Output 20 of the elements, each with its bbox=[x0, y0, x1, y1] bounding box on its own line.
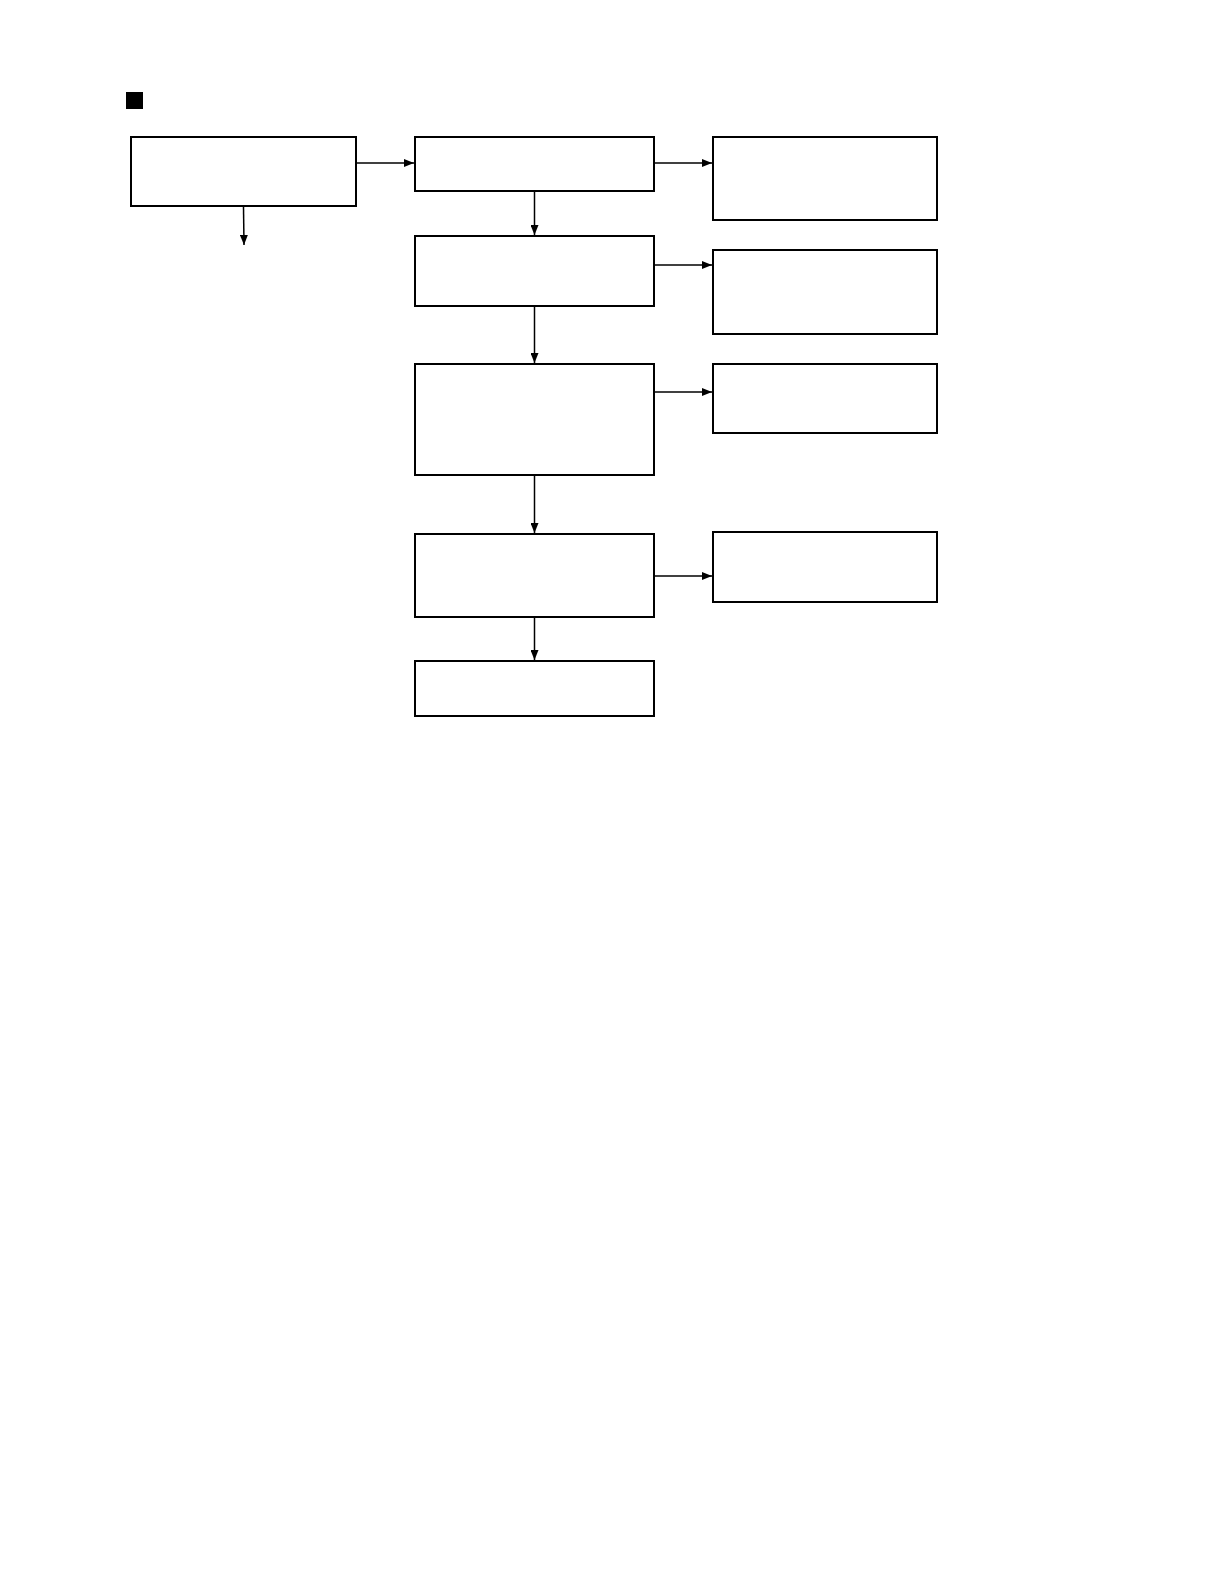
process-box bbox=[712, 136, 938, 221]
process-box bbox=[414, 660, 655, 717]
arrow bbox=[239, 206, 248, 246]
arrow bbox=[530, 617, 539, 661]
arrow bbox=[654, 572, 713, 580]
arrow bbox=[530, 306, 539, 364]
arrow bbox=[654, 159, 713, 167]
arrow bbox=[654, 261, 713, 269]
process-box bbox=[712, 363, 938, 434]
arrow bbox=[530, 475, 539, 534]
process-box bbox=[712, 249, 938, 335]
process-box bbox=[414, 235, 655, 307]
arrow bbox=[654, 388, 713, 396]
process-box bbox=[414, 533, 655, 618]
process-box bbox=[414, 363, 655, 476]
process-box bbox=[130, 136, 357, 207]
process-box bbox=[414, 136, 655, 192]
arrow bbox=[530, 191, 539, 236]
process-box bbox=[712, 531, 938, 603]
arrow bbox=[356, 159, 415, 167]
